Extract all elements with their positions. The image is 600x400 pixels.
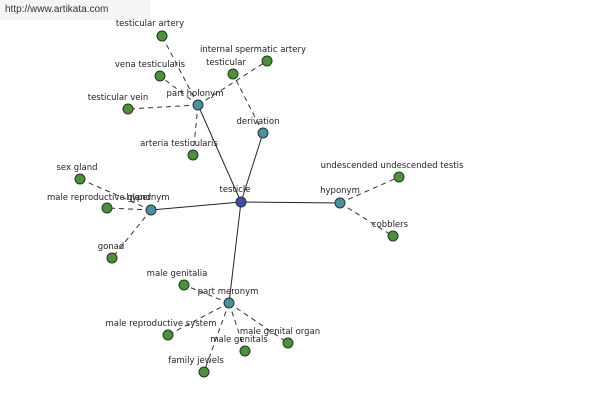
relation-label-hypernym: hypernym: [126, 193, 169, 203]
relation-node-hyponym[interactable]: [334, 197, 346, 209]
graph-edges: [79, 35, 400, 373]
relation-node-part-meronym[interactable]: [223, 297, 235, 309]
edge-male-genital-organ: [228, 302, 289, 344]
relation-label-part-holonym: part holonym: [167, 89, 224, 99]
term-node-testicular-vein[interactable]: [122, 103, 134, 115]
edge-testicular-vein: [127, 104, 199, 110]
term-node-arteria-testicularis[interactable]: [187, 149, 199, 161]
edge-vena-testicularis: [159, 75, 199, 106]
graph-labels: testicular artery vena testicularis testic…: [47, 19, 464, 366]
edge-testicular-artery: [161, 35, 199, 106]
edge-testicular: [232, 73, 264, 134]
edge-part-meronym: [228, 201, 242, 304]
term-node-undescended-undescended-testis[interactable]: [393, 171, 405, 183]
term-label-male-reproductive-gland[interactable]: male reproductive gland: [47, 193, 151, 203]
term-label-testicular-vein[interactable]: testicular vein: [88, 93, 149, 103]
term-node-testicular-artery[interactable]: [156, 30, 168, 42]
watermark-url: http://www.artikata.com: [0, 0, 150, 20]
relation-label-hyponym: hyponym: [320, 186, 360, 196]
edge-hypernym: [150, 201, 242, 211]
term-label-undescended-undescended-testis[interactable]: undescended undescended testis: [321, 161, 464, 171]
edge-gonad: [111, 209, 152, 259]
term-node-male-genitals[interactable]: [239, 345, 251, 357]
term-node-vena-testicularis[interactable]: [154, 70, 166, 82]
term-node-family-jewels[interactable]: [198, 366, 210, 378]
term-node-cobblers[interactable]: [387, 230, 399, 242]
edge-male-reproductive-system: [167, 302, 230, 336]
term-label-male-genitalia[interactable]: male genitalia: [147, 269, 208, 279]
term-node-male-genital-organ[interactable]: [282, 337, 294, 349]
term-node-sex-gland[interactable]: [74, 173, 86, 185]
center-label: testicle: [220, 185, 251, 195]
relation-node-derivation[interactable]: [257, 127, 269, 139]
edge-cobblers: [339, 202, 394, 237]
graph-nodes: [74, 30, 405, 378]
term-node-male-reproductive-system[interactable]: [162, 329, 174, 341]
relation-label-derivation: derivation: [236, 117, 279, 127]
relation-label-part-meronym: part meronym: [198, 287, 259, 297]
edge-family-jewels: [203, 302, 230, 373]
edge-male-reproductive-gland: [106, 207, 152, 211]
edge-derivation: [240, 132, 264, 203]
term-label-gonad[interactable]: gonad: [98, 242, 125, 252]
term-node-male-genitalia[interactable]: [178, 279, 190, 291]
edge-part-holonym: [197, 104, 242, 203]
edge-sex-gland: [79, 178, 152, 211]
term-label-sex-gland[interactable]: sex gland: [57, 163, 98, 173]
term-node-testicular[interactable]: [227, 68, 239, 80]
edge-internal-spermatic-artery: [197, 60, 268, 106]
term-label-male-genital-organ[interactable]: male genital organ: [240, 327, 320, 337]
term-node-gonad[interactable]: [106, 252, 118, 264]
edge-hyponym: [240, 201, 341, 204]
term-label-arteria-testicularis[interactable]: arteria testicularis: [140, 139, 218, 149]
term-label-testicular[interactable]: testicular: [206, 58, 246, 68]
edge-male-genitalia: [183, 284, 230, 304]
term-label-male-genitals[interactable]: male genitals: [210, 335, 268, 345]
edge-undescended-undescended-testis: [339, 176, 400, 204]
term-label-vena-testicularis[interactable]: vena testicularis: [115, 60, 186, 70]
term-label-cobblers[interactable]: cobblers: [372, 220, 409, 230]
term-label-internal-spermatic-artery[interactable]: internal spermatic artery: [200, 45, 306, 55]
term-node-internal-spermatic-artery[interactable]: [261, 55, 273, 67]
center-node[interactable]: [235, 196, 247, 208]
term-label-family-jewels[interactable]: family jewels: [168, 356, 224, 366]
term-node-male-reproductive-gland[interactable]: [101, 202, 113, 214]
term-label-male-reproductive-system[interactable]: male reproductive system: [105, 319, 216, 329]
relation-node-part-holonym[interactable]: [192, 99, 204, 111]
relation-node-hypernym[interactable]: [145, 204, 157, 216]
term-label-testicular-artery[interactable]: testicular artery: [116, 19, 184, 29]
